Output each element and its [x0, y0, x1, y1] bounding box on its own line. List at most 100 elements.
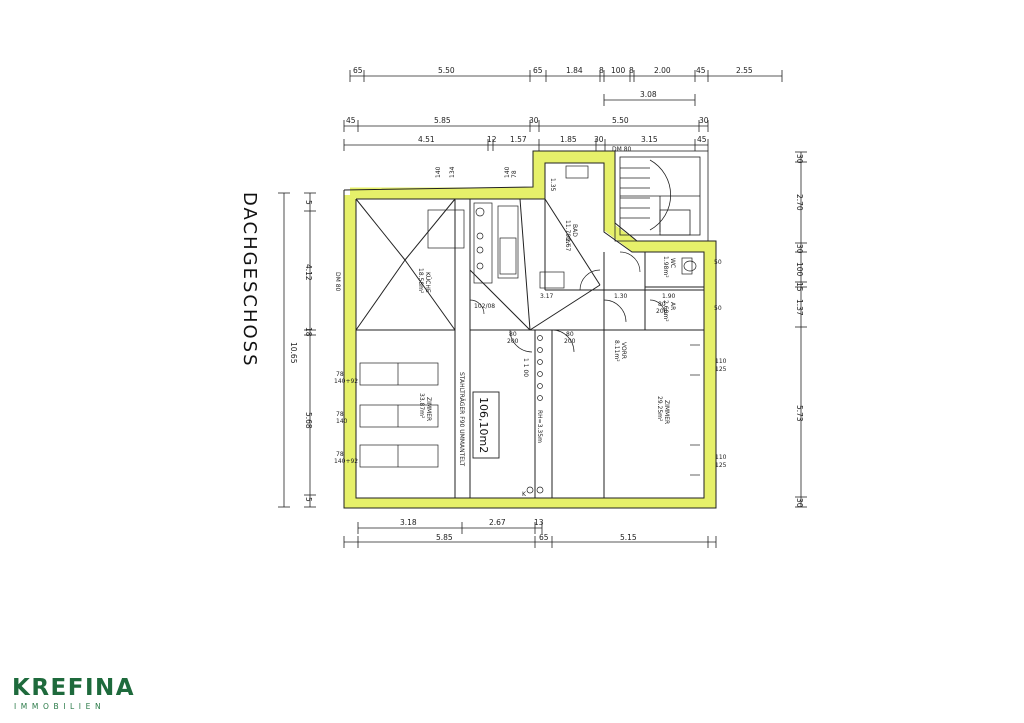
bed-1 — [359, 362, 439, 386]
dim-right-7: 30 — [795, 498, 804, 508]
door-200-a: 200 — [507, 338, 519, 345]
room-name-zimmer-right: ZIMMER — [663, 400, 670, 424]
dim-top-inner-6: 45 — [697, 135, 707, 144]
dim-bottom-inner-1: 2.67 — [489, 518, 506, 527]
ar-dim-190: 1.90 — [662, 293, 676, 300]
dim-right-1: 2.70 — [795, 194, 804, 211]
window-78-1: 78 — [336, 371, 344, 378]
door-ar-80: 80 — [658, 301, 666, 308]
dimension-chain-left — [278, 192, 316, 508]
opening-k140b: 140 — [504, 166, 511, 178]
window-50-2: 50 — [714, 305, 722, 312]
door-ar-200: 200 — [656, 308, 668, 315]
window-125-1: 125 — [715, 366, 727, 373]
dim-top-mid-4: 30 — [699, 116, 709, 125]
fixtures — [359, 165, 700, 494]
dim-right-3: 100 — [795, 262, 804, 277]
dim-top-outer-3: 1.84 — [566, 66, 583, 75]
opening-labels: DM 80 DM 80 140 134 140 78 78 140+92 78 … — [334, 146, 727, 498]
wall-outline-outer — [343, 150, 717, 509]
door-80-b: 80 — [566, 331, 574, 338]
window-110-1: 110 — [715, 358, 727, 365]
opening-k134: 134 — [449, 166, 456, 178]
window-140-2: 140 — [336, 418, 348, 425]
door-80-a: 80 — [509, 331, 517, 338]
room-height-note: RH=3.35m — [536, 410, 543, 443]
window-125-2: 125 — [715, 462, 727, 469]
dimension-chain-top — [343, 70, 783, 151]
room-name-vorr: VORR — [620, 342, 627, 359]
dim-top-outer-9: 2.55 — [736, 66, 753, 75]
room-name-zimmer-left: ZIMMER — [425, 397, 432, 421]
room-area-bad: 11.79m² — [564, 220, 571, 246]
stair-numbers: 1 1 00 — [522, 358, 529, 377]
dim-top-inner-5: 3.15 — [641, 135, 658, 144]
window-50-1: 50 — [714, 259, 722, 266]
opening-k140: 140 — [435, 166, 442, 178]
dim-top-mid-3: 5.50 — [612, 116, 629, 125]
ar-dim-130: 1.30 — [614, 293, 628, 300]
floor-title: DACHGESCHOSS — [239, 192, 260, 368]
room-area-ar: 2.60m² — [662, 300, 669, 322]
door-102-08: 102/08 — [474, 303, 495, 310]
dim-top-outer-6: 8 — [629, 66, 634, 75]
dim-top-inner-1: 12 — [487, 135, 497, 144]
room-name-bad: BAD — [571, 224, 578, 237]
dim-left-2: 18 — [304, 327, 313, 337]
dim-top-outer-8: 45 — [696, 66, 706, 75]
brand-tagline: IMMOBILIEN — [14, 702, 106, 711]
bad-dim-267: 2.67 — [564, 238, 571, 252]
room-area-zimmer-left: 33.87m² — [418, 393, 425, 419]
dim-top-inner-3: 1.85 — [560, 135, 577, 144]
room-name-kueche: KÜCHE — [424, 272, 431, 293]
dim-top-outer-2: 65 — [533, 66, 543, 75]
dim-left-total: 10.65 — [289, 342, 298, 364]
dimension-labels-left: 10.65 5 4.12 18 5.68 5 — [289, 200, 313, 502]
dim-top-outer-5: 100 — [611, 66, 626, 75]
dimension-chain-bottom — [343, 522, 717, 548]
dimension-labels-bottom: 3.18 2.67 13 5.85 65 5.15 — [400, 518, 637, 542]
kitchen-unit — [473, 202, 493, 284]
dim-bottom-outer-2: 5.15 — [620, 533, 637, 542]
opening-dm80-b: DM 80 — [334, 272, 341, 292]
door-200-b: 200 — [564, 338, 576, 345]
dim-top-mid-1: 5.85 — [434, 116, 451, 125]
dim-bottom-outer-1: 65 — [539, 533, 549, 542]
shower — [539, 271, 565, 289]
dim-right-0: 30 — [795, 154, 804, 164]
dim-top-inner-0: 4.51 — [418, 135, 435, 144]
dim-top-outer-1: 5.50 — [438, 66, 455, 75]
interior-walls — [355, 198, 704, 498]
dim-top-outer-4: 8 — [599, 66, 604, 75]
area-total-box — [472, 391, 500, 459]
dim-left-0: 5 — [304, 200, 313, 205]
dim-right-6: 5.73 — [795, 405, 804, 422]
room-labels: KÜCHE 18.58m² ZIMMER 33.87m² BAD 11.79m²… — [417, 220, 676, 424]
opening-dm80-a: DM 80 — [612, 146, 632, 153]
dim-top-sub: 3.08 — [640, 90, 657, 99]
wall-highlight-fill — [344, 151, 716, 509]
bed-3 — [359, 444, 439, 468]
dim-right-5: 1.37 — [795, 299, 804, 316]
brand-logo: KREFINA — [12, 675, 136, 701]
window-110-2: 110 — [715, 454, 727, 461]
room-name-wc: WC — [669, 258, 676, 268]
dim-right-2: 30 — [795, 244, 804, 254]
bed-2 — [359, 404, 439, 428]
room-area-kueche: 18.58m² — [417, 268, 424, 294]
wc-toilet — [681, 257, 693, 275]
room-area-wc: 1.98m² — [662, 256, 669, 278]
bathtub — [497, 205, 519, 279]
staircase — [614, 150, 709, 242]
dim-left-1: 4.12 — [304, 264, 313, 281]
dim-top-inner-4: 30 — [594, 135, 604, 144]
opening-k78: 78 — [511, 170, 518, 178]
room-area-vorr: 8.11m² — [613, 340, 620, 362]
dimension-chain-right — [795, 151, 807, 508]
dim-left-3: 5.68 — [304, 412, 313, 429]
dimension-labels-right: 30 2.70 30 100 15 1.37 5.73 30 — [795, 154, 804, 508]
beam-note: STAHLTRÄGER F90 UMMANTELT — [458, 372, 465, 467]
window-140-92-3: 140+92 — [334, 458, 358, 465]
dim-top-mid-0: 45 — [346, 116, 356, 125]
